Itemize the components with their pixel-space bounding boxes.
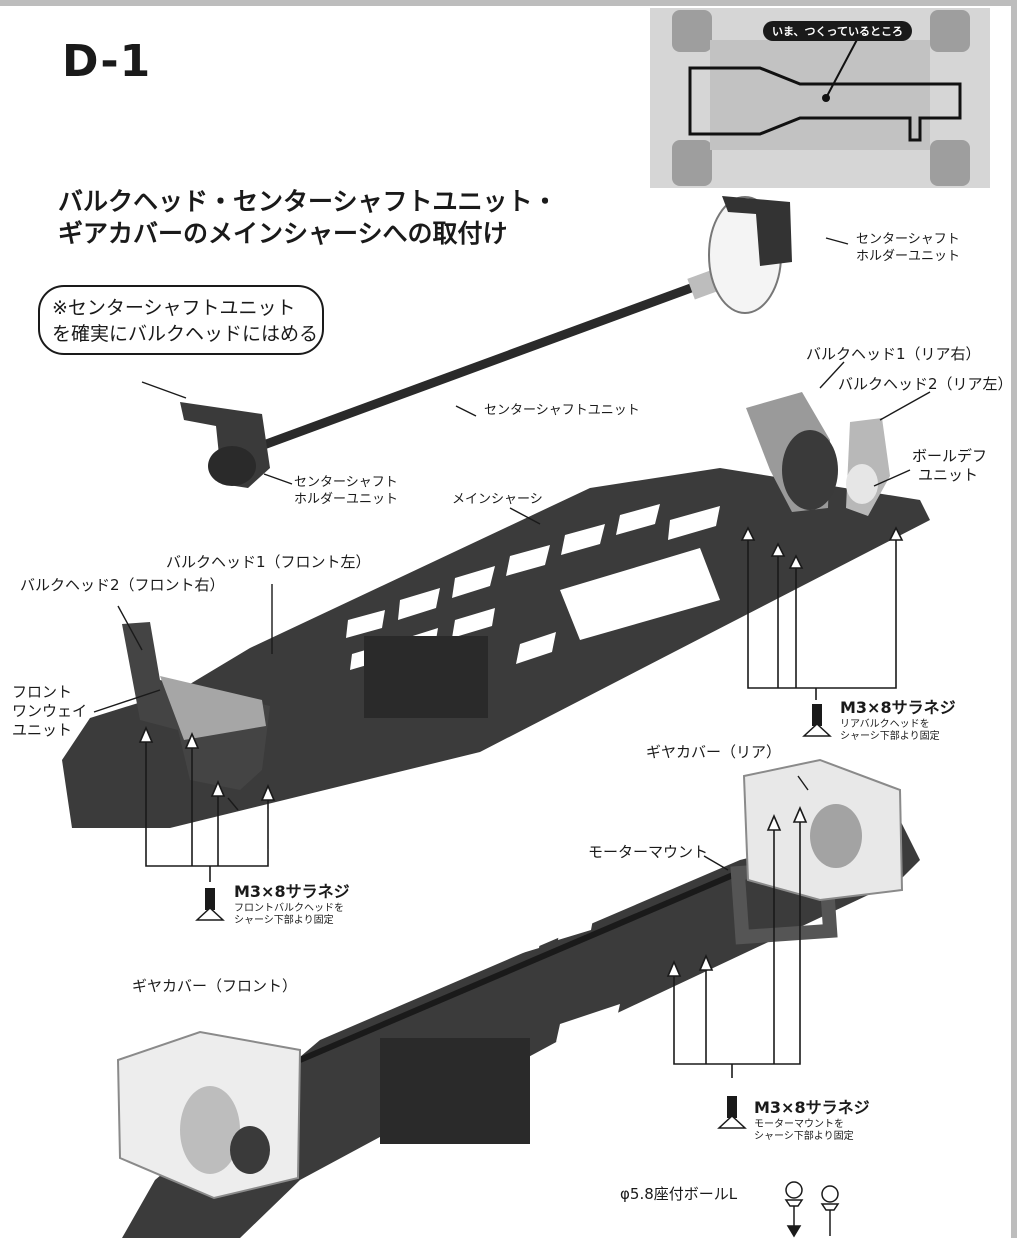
label-bulkhead2-front-right: バルクヘッド2（フロント右） [20,576,225,594]
screw-rear-note-2: シャーシ下部より固定 [840,731,940,742]
step-id: D-1 [62,36,152,87]
screw-motor-name: M3×8サラネジ [754,1098,870,1117]
note-bubble: ※センターシャフトユニット を確実にバルクヘッドにはめる [38,285,324,355]
page-frame-top [0,0,1017,6]
label-main-chassis: メインシャーシ [452,492,543,507]
label-bulkhead1-rear-right: バルクヘッド1（リア右） [806,345,981,363]
screw-rear-name: M3×8サラネジ [840,698,956,717]
label-cs-holder-top-2: ホルダーユニット [856,249,961,264]
note-line-2: を確実にバルクヘッドにはめる [52,323,319,345]
screw-motor-note-1: モーターマウントを [754,1119,844,1130]
label-ball-stud: φ5.8座付ボールL [620,1185,738,1203]
label-gear-cover-front: ギヤカバー（フロント） [132,977,298,995]
screw-front-name: M3×8サラネジ [234,882,350,901]
label-bulkhead2-rear-left: バルクヘッド2（リア左） [838,375,1013,393]
screw-arrows [138,526,904,1078]
main-chassis-plate [62,392,930,828]
label-cs-holder-bottom-1: センターシャフト [294,475,398,490]
page-title: バルクヘッド・センターシャフトユニット・ ギアカバーのメインシャーシへの取付け [58,186,558,250]
label-motor-mount: モーターマウント [588,843,709,861]
lower-chassis-plate [116,758,920,1238]
screw-front-note-1: フロントバルクヘッドを [234,903,344,914]
screw-motor-note-2: シャーシ下部より固定 [754,1131,854,1142]
leader-lines [93,237,931,871]
center-shaft-unit [180,196,792,488]
label-bulkhead1-front-left: バルクヘッド1（フロント左） [166,553,371,571]
label-cs-holder-top-1: センターシャフト [856,232,960,247]
overview-photo [650,8,990,188]
label-gear-cover-rear: ギヤカバー（リア） [646,743,782,761]
label-front-oneway-3: ユニット [12,721,73,739]
ball-stud-icon [784,1181,840,1238]
label-cs-unit: センターシャフトユニット [484,403,640,418]
screw-front-note-2: シャーシ下部より固定 [234,915,334,926]
countersunk-screw-icon [802,704,832,737]
countersunk-screw-icon [195,888,225,921]
label-front-oneway-1: フロント [12,683,73,701]
label-ball-diff-2: ユニット [918,466,979,484]
label-front-oneway-2: ワンウェイ [12,702,88,720]
page-title-line-1: バルクヘッド・センターシャフトユニット・ [58,187,558,216]
screw-rear-note-1: リアバルクヘッドを [840,719,930,730]
now-building-tag: いま、つくっているところ [763,21,913,41]
label-cs-holder-bottom-2: ホルダーユニット [294,492,399,507]
label-ball-diff-1: ボールデフ [912,447,988,465]
countersunk-screw-icon [717,1096,747,1129]
note-line-1: ※センターシャフトユニット [52,297,296,319]
page-frame-right [1011,0,1017,1238]
page-title-line-2: ギアカバーのメインシャーシへの取付け [58,219,508,248]
